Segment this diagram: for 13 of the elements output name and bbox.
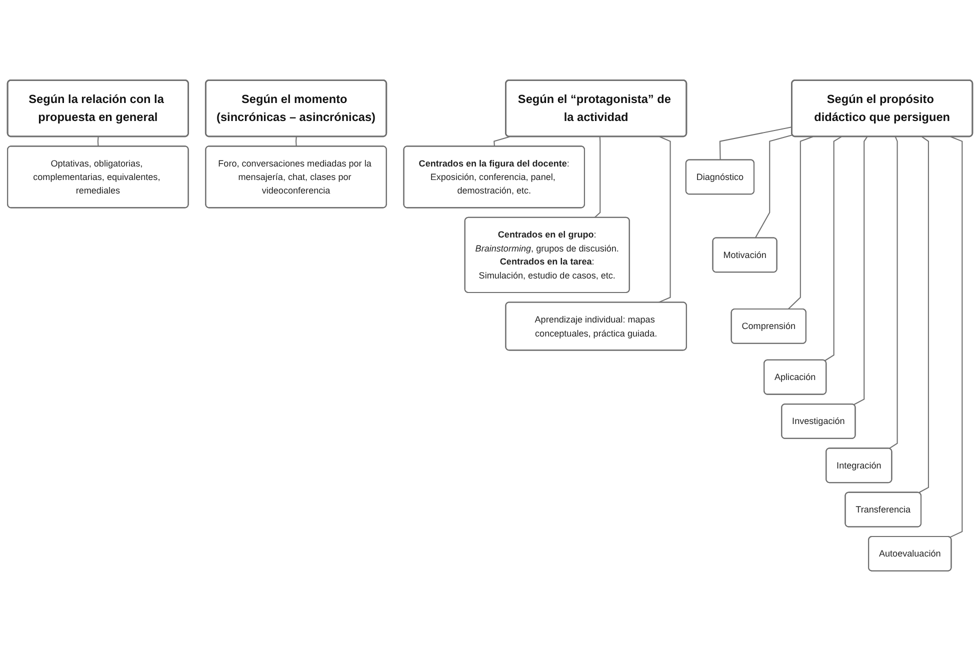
connector: [824, 136, 842, 362]
connector: [950, 136, 963, 538]
connector: [888, 136, 898, 450]
connector: [719, 126, 792, 160]
connector: [853, 136, 868, 406]
connector: [754, 134, 793, 238]
connector: [296, 136, 297, 147]
connector: [494, 136, 510, 147]
connector: [594, 136, 601, 218]
connector: [918, 136, 929, 494]
connector: [658, 136, 671, 304]
connector: [788, 136, 813, 310]
connector: [97, 136, 99, 147]
